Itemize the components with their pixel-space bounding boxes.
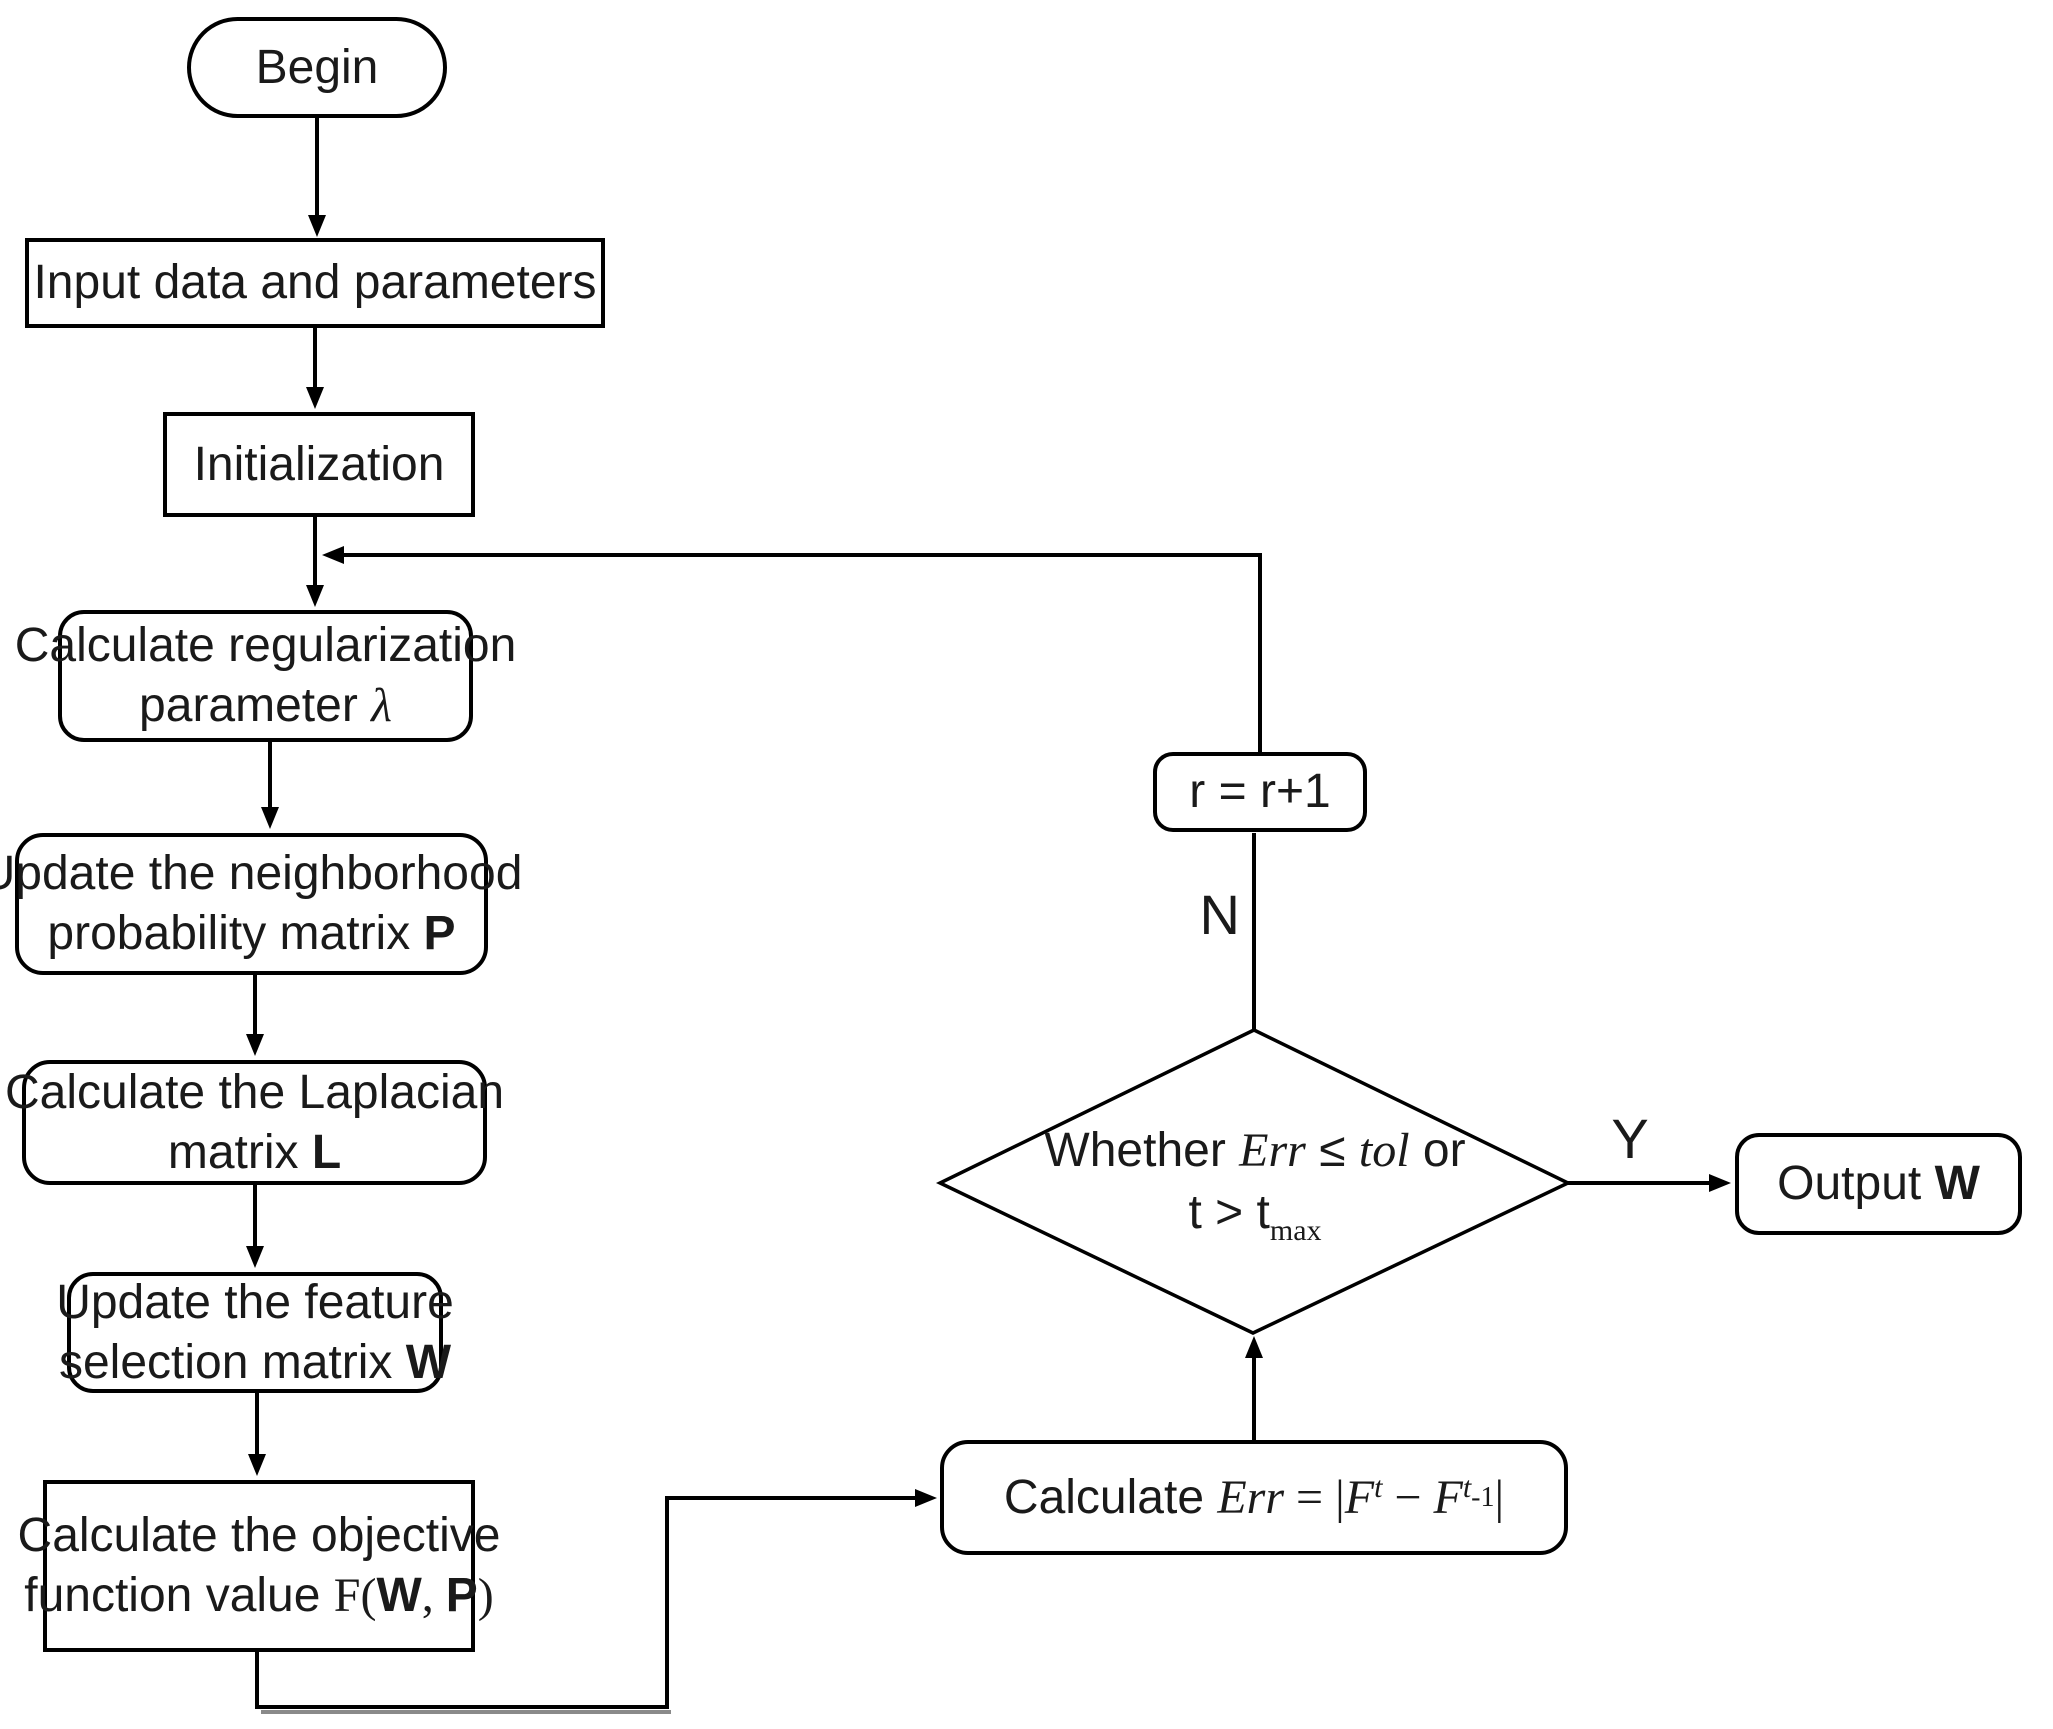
error-formula: Calculate Err = |Ft − Ft-1| xyxy=(1003,1470,1505,1524)
neighborhood-line2: probability matrix P xyxy=(47,907,456,960)
laplacian-line2: matrix L xyxy=(167,1125,342,1179)
initialization-label: Initialization xyxy=(193,437,445,491)
objective-function-node: Calculate the objective function value F… xyxy=(18,1480,500,1652)
arrowhead-feature xyxy=(246,1246,264,1268)
arrowhead-input xyxy=(308,215,326,237)
edge-loopback-top xyxy=(334,553,1262,752)
no-branch-label: N xyxy=(1199,883,1240,946)
objective-line2: function value F(W, P) xyxy=(24,1569,494,1622)
laplacian-matrix-node: Calculate the Laplacian matrix L xyxy=(5,1060,504,1185)
yes-branch-label: Y xyxy=(1611,1107,1649,1170)
decision-node-text: Whether Err ≤ tol or t > tmax xyxy=(960,1085,1550,1285)
error-calculation-node: Calculate Err = |Ft − Ft-1| xyxy=(940,1440,1568,1555)
arrowhead-objective xyxy=(248,1454,266,1476)
laplacian-line1: Calculate the Laplacian xyxy=(5,1065,505,1119)
arrowhead-err xyxy=(915,1489,937,1507)
matrix-w-symbol: W xyxy=(405,1335,452,1389)
decision-diamond xyxy=(935,1028,1573,1335)
output-label: Output W xyxy=(1777,1157,1980,1210)
t-max-subscript: max xyxy=(1269,1214,1322,1248)
begin-label: Begin xyxy=(255,40,379,94)
arrowhead-loopback xyxy=(322,546,344,564)
arrowhead-init xyxy=(306,387,324,409)
increment-r-node: r = r+1 xyxy=(1153,752,1367,832)
arrowhead-decision xyxy=(1245,1336,1263,1358)
regularization-node: Calculate regularization parameter λ xyxy=(15,610,516,742)
output-w-symbol: W xyxy=(1934,1157,1980,1210)
lambda-symbol: λ xyxy=(371,679,392,732)
arrowhead-neighbor xyxy=(261,807,279,829)
feature-line2: selection matrix W xyxy=(58,1335,452,1389)
initialization-node: Initialization xyxy=(163,412,475,517)
arrowhead-output xyxy=(1709,1174,1731,1192)
input-data-label: Input data and parameters xyxy=(33,256,597,309)
arrowhead-laplacian xyxy=(246,1034,264,1056)
input-data-node: Input data and parameters xyxy=(25,238,605,328)
decision-line1: Whether Err ≤ tol or xyxy=(1044,1123,1466,1177)
feature-selection-node: Update the feature selection matrix W xyxy=(56,1272,454,1393)
neighborhood-matrix-node: Update the neighborhood probability matr… xyxy=(0,833,522,975)
matrix-p-symbol: P xyxy=(423,907,456,960)
regularization-line2: parameter λ xyxy=(139,679,392,732)
arrowhead-reg xyxy=(306,585,324,607)
objective-line1: Calculate the objective xyxy=(17,1509,501,1562)
neighborhood-line1: Update the neighborhood xyxy=(0,847,523,900)
begin-node: Begin xyxy=(187,17,447,118)
decision-line2: t > tmax xyxy=(1188,1186,1322,1248)
matrix-l-symbol: L xyxy=(311,1125,342,1179)
edge-objective-to-err xyxy=(255,1496,925,1709)
err-symbol: Err xyxy=(1217,1470,1285,1524)
increment-r-label: r = r+1 xyxy=(1189,765,1331,818)
output-node: Output W xyxy=(1735,1133,2022,1235)
objective-f: F( xyxy=(333,1569,377,1622)
regularization-line1: Calculate regularization xyxy=(14,619,517,672)
feature-line1: Update the feature xyxy=(56,1275,454,1329)
